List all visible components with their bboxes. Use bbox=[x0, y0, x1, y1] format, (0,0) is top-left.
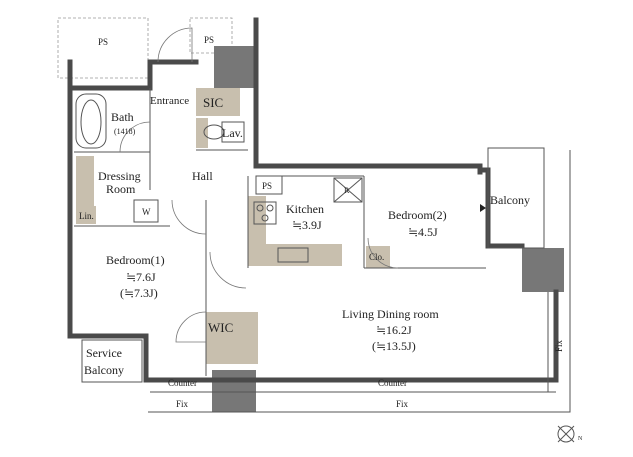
ps-top-label: PS bbox=[204, 35, 214, 45]
washer-label: W bbox=[142, 207, 151, 217]
toilet bbox=[203, 124, 225, 140]
stove bbox=[253, 201, 277, 225]
lav-counter bbox=[196, 118, 208, 148]
bedroom1-size-a-label: ≒7.6J bbox=[126, 270, 156, 284]
lin-label: Lin. bbox=[79, 211, 94, 221]
wall-outline-left bbox=[67, 59, 149, 339]
fix-bottom-label: Fix bbox=[396, 399, 409, 409]
wic-storage bbox=[206, 312, 258, 364]
bathtub-basin bbox=[80, 99, 102, 145]
ps-top-left-label: PS bbox=[98, 37, 108, 47]
bedroom1-label: Bedroom(1) bbox=[106, 253, 165, 267]
door-bedroom1 bbox=[171, 199, 207, 235]
sic-storage bbox=[196, 88, 240, 116]
sic-label: SIC bbox=[203, 95, 223, 110]
refrigerator-space bbox=[333, 177, 363, 203]
balcony-arrow-icon bbox=[480, 204, 486, 212]
ps-kitchen-box bbox=[255, 175, 283, 195]
living-size-a-label: ≒16.2J bbox=[376, 323, 412, 337]
pillar-bottom bbox=[212, 370, 256, 412]
lin-storage bbox=[76, 206, 96, 224]
clo-label: Clo. bbox=[369, 252, 384, 262]
door-bedroom1-wic bbox=[175, 311, 207, 343]
service-balcony-label-line2: Balcony bbox=[84, 363, 124, 377]
door-entrance bbox=[157, 27, 193, 63]
bathtub bbox=[75, 93, 107, 149]
living-size-b-label: (≒13.5J) bbox=[372, 339, 416, 353]
balcony-right-area bbox=[487, 147, 545, 249]
sink bbox=[277, 247, 309, 263]
burner-2 bbox=[266, 204, 274, 212]
wall-outline-upper-right bbox=[253, 17, 483, 175]
bedroom2-size-label: ≒4.5J bbox=[408, 225, 438, 239]
dressing-label-line1: Dressing bbox=[98, 169, 141, 183]
wic-label: WIC bbox=[208, 320, 233, 335]
balcony-label: Balcony bbox=[490, 193, 530, 207]
kitchen-label: Kitchen bbox=[286, 202, 324, 216]
hall-label: Hall bbox=[192, 169, 213, 183]
bedroom2-label: Bedroom(2) bbox=[388, 208, 447, 222]
living-label: Living Dining room bbox=[342, 307, 439, 321]
lav-label: Lav. bbox=[222, 126, 243, 140]
burner-3 bbox=[261, 214, 269, 222]
ps-kitchen-label: PS bbox=[262, 181, 272, 191]
bedroom1-size-b-label: (≒7.3J) bbox=[120, 286, 158, 300]
north-compass-icon bbox=[557, 425, 575, 443]
clo-storage bbox=[366, 246, 390, 268]
burner-1 bbox=[256, 204, 264, 212]
fridge-x2 bbox=[333, 177, 363, 203]
bath-size-label: (1418) bbox=[114, 127, 136, 136]
washer bbox=[133, 199, 159, 223]
counter-left-label: Counter bbox=[168, 378, 197, 388]
fix-left-label: Fix bbox=[176, 399, 189, 409]
service-balcony-area bbox=[81, 339, 143, 383]
ps-top-area bbox=[189, 17, 233, 54]
ps-top-left-area bbox=[57, 17, 149, 79]
dressing-label-line2: Room bbox=[106, 182, 136, 196]
entrance-label: Entrance bbox=[150, 95, 189, 107]
dressing-storage bbox=[76, 156, 94, 206]
counter-right-label: Counter bbox=[378, 378, 407, 388]
service-balcony-label-line1: Service bbox=[86, 346, 122, 360]
compass-north-label: N bbox=[578, 436, 583, 442]
wall-outline-top bbox=[67, 59, 199, 91]
pillar-top bbox=[214, 46, 256, 88]
fix-right-label: Fix bbox=[554, 339, 564, 352]
pillar-right bbox=[522, 248, 564, 292]
door-bath bbox=[119, 121, 151, 153]
refrigerator-label: R bbox=[344, 186, 350, 195]
bath-label: Bath bbox=[111, 110, 134, 124]
wall-outline-right bbox=[477, 167, 525, 249]
kitchen-size-label: ≒3.9J bbox=[292, 218, 322, 232]
kitchen-counter bbox=[248, 196, 266, 266]
site-boundary bbox=[148, 150, 571, 413]
lav-basin bbox=[221, 121, 245, 143]
door-living bbox=[209, 251, 247, 289]
door-bedroom2 bbox=[367, 237, 399, 269]
kitchen-island bbox=[266, 244, 342, 266]
